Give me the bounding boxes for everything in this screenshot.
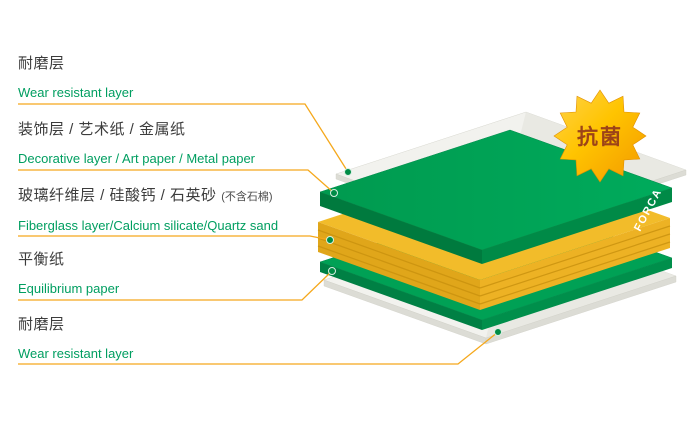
equilibrium-sw-edge	[320, 262, 482, 330]
decorative-sw-edge	[320, 192, 482, 264]
leader-dot-3	[326, 236, 334, 244]
leader-dot-1	[344, 168, 352, 176]
equilibrium-se-edge	[482, 258, 672, 330]
label-fiberglass-layer: 玻璃纤维层 / 硅酸钙 / 石英砂 (不含石棉) Fiberglass laye…	[18, 186, 278, 234]
label-en: Fiberglass layer/Calcium silicate/Quartz…	[18, 218, 279, 233]
leader-line-5	[18, 331, 499, 365]
label-equilibrium-paper: 平衡纸 Equilibrium paper	[18, 250, 119, 297]
core-sheet-line	[317, 245, 481, 305]
label-zh: 玻璃纤维层 / 硅酸钙 / 石英砂 (不含石棉)	[18, 186, 278, 207]
core-sheet-line	[479, 233, 671, 297]
leader-dot-2	[330, 189, 338, 197]
leader-line-1	[18, 103, 349, 173]
core-sheet-line	[479, 241, 671, 305]
badge-label: 抗菌	[577, 125, 623, 149]
label-en: Equilibrium paper	[18, 281, 120, 296]
core-sheet-line	[317, 237, 481, 297]
leader-dot-4	[328, 267, 336, 275]
label-zh: 装饰层 / 艺术纸 / 金属纸	[18, 121, 186, 138]
label-wear-layer-bottom: 耐磨层 Wear resistant layer	[18, 315, 133, 362]
label-zh: 耐磨层	[18, 316, 65, 333]
leader-line-3	[18, 235, 331, 241]
label-zh-main: 玻璃纤维层 / 硅酸钙 / 石英砂	[18, 187, 217, 204]
label-en: Wear resistant layer	[18, 85, 134, 100]
core-sheet-line	[479, 225, 671, 289]
label-zh: 平衡纸	[18, 251, 65, 268]
antibacterial-badge: 抗菌	[553, 89, 647, 183]
leader-lines	[18, 103, 502, 365]
starburst-shape	[553, 89, 647, 183]
decorative-se-edge	[482, 188, 672, 264]
label-zh-note: (不含石棉)	[221, 191, 273, 203]
leader-line-4	[18, 270, 333, 301]
label-zh: 耐磨层	[18, 55, 65, 72]
label-wear-layer-top: 耐磨层 Wear resistant layer	[18, 54, 133, 101]
label-en: Wear resistant layer	[18, 346, 134, 361]
label-en: Decorative layer / Art paper / Metal pap…	[18, 151, 256, 166]
leader-dot-5	[494, 328, 502, 336]
leader-line-2	[18, 169, 335, 194]
core-sheet-line	[317, 229, 481, 289]
label-decorative-layer: 装饰层 / 艺术纸 / 金属纸 Decorative layer / Art p…	[18, 120, 255, 167]
